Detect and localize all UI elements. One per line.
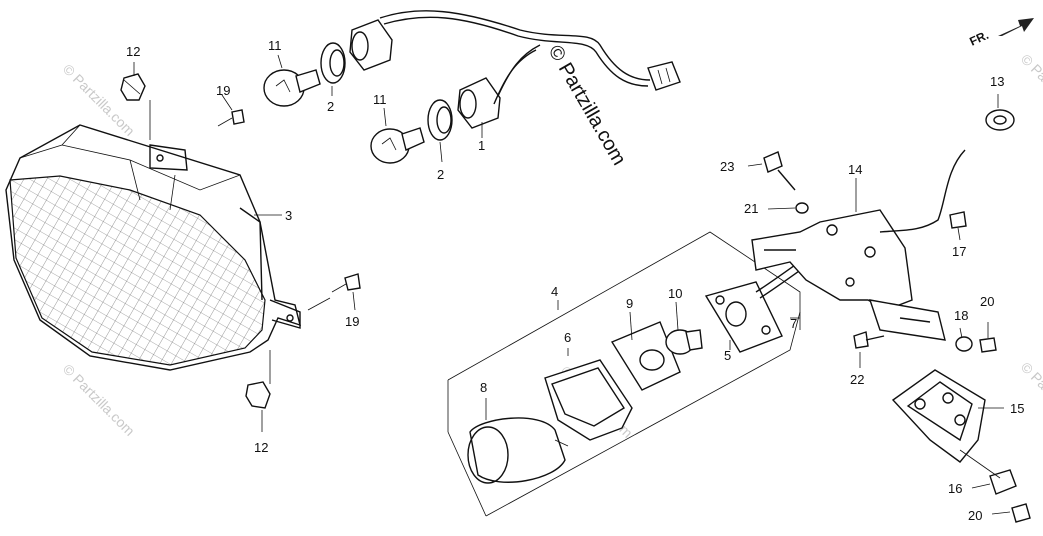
gasket-upper xyxy=(320,42,346,84)
callout-13: 13 xyxy=(990,74,1004,89)
callout-21: 21 xyxy=(744,201,758,216)
tail-light-housing xyxy=(5,124,301,371)
callout-6: 6 xyxy=(564,330,571,345)
callout-16: 16 xyxy=(948,481,962,496)
callout-4: 4 xyxy=(551,284,558,299)
base-gasket xyxy=(610,321,681,391)
front-direction-indicator: FR. xyxy=(967,18,1034,49)
license-lens xyxy=(467,417,569,484)
grommet xyxy=(985,109,1015,131)
bolt-23 xyxy=(763,151,796,191)
callout-20: 20 xyxy=(980,294,994,309)
license-bracket xyxy=(751,149,966,341)
bulb-upper xyxy=(263,69,321,107)
washer-21 xyxy=(795,202,809,214)
nut-20-lower xyxy=(1011,503,1031,523)
callout-18: 18 xyxy=(954,308,968,323)
callout-20: 20 xyxy=(968,508,982,523)
callout-19: 19 xyxy=(216,83,230,98)
callout-9: 9 xyxy=(626,296,633,311)
callout-7: 7 xyxy=(790,316,797,331)
callout-10: 10 xyxy=(668,286,682,301)
callout-12: 12 xyxy=(126,44,140,59)
callout-labels: 1 2 2 3 4 5 6 7 8 9 10 11 11 12 12 13 14… xyxy=(126,38,1024,523)
collar-18 xyxy=(955,336,973,352)
bulb-lower xyxy=(370,127,425,164)
callout-11: 11 xyxy=(268,38,282,53)
callout-3: 3 xyxy=(285,208,292,223)
callout-14: 14 xyxy=(848,162,862,177)
front-arrow-icon xyxy=(998,18,1034,36)
license-bulb xyxy=(665,329,703,355)
screw-lower xyxy=(331,273,361,293)
reflector-bracket xyxy=(891,369,986,463)
lens-seal xyxy=(544,359,633,441)
leader-lines-left xyxy=(133,62,356,432)
leader-lines-upper xyxy=(277,54,483,163)
nut-lower xyxy=(245,381,271,409)
nut-20-upper xyxy=(979,337,997,353)
gasket-lower xyxy=(427,99,453,141)
screw-upper xyxy=(217,109,245,127)
callout-2: 2 xyxy=(327,99,334,114)
leader-lines-right xyxy=(485,94,1011,515)
callout-22: 22 xyxy=(850,372,864,387)
callout-1: 1 xyxy=(478,138,485,153)
copyright-text: © Partzilla.com xyxy=(544,42,630,170)
callout-5: 5 xyxy=(724,348,731,363)
nut-upper xyxy=(120,73,146,101)
callout-15: 15 xyxy=(1010,401,1024,416)
callout-2: 2 xyxy=(437,167,444,182)
callout-23: 23 xyxy=(720,159,734,174)
front-direction-label: FR. xyxy=(967,28,990,49)
watermark-text: © Partzilla.com xyxy=(1018,359,1043,437)
watermark-text: © Partzilla.com xyxy=(60,361,138,439)
callout-17: 17 xyxy=(952,244,966,259)
callout-11: 11 xyxy=(373,92,387,107)
watermark-text: © Partzilla.com xyxy=(1018,51,1043,129)
bolt-22 xyxy=(853,331,885,349)
callout-19: 19 xyxy=(345,314,359,329)
callout-8: 8 xyxy=(480,380,487,395)
nut-17 xyxy=(949,211,967,229)
callout-12: 12 xyxy=(254,440,268,455)
socket-harness xyxy=(349,10,681,129)
